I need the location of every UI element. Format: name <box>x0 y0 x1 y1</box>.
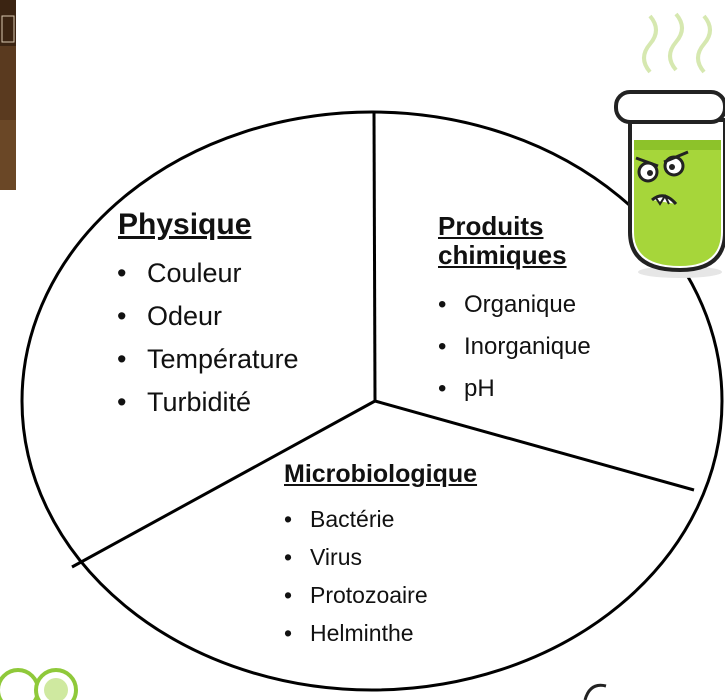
section-title-microbiologique: Microbiologique <box>284 460 477 488</box>
list-item: Helminthe <box>284 614 428 652</box>
list-item: Bactérie <box>284 500 428 538</box>
list-item: pH <box>438 368 591 410</box>
test-tube-cartoon-icon <box>616 14 725 278</box>
green-circles-decoration <box>0 670 76 700</box>
bullet-list-microbiologique: Bactérie Virus Protozoaire Helminthe <box>284 500 428 652</box>
list-item: Virus <box>284 538 428 576</box>
circle-gap <box>128 628 148 650</box>
list-item: Inorganique <box>438 326 591 368</box>
curve-decoration <box>585 685 606 700</box>
section-title-chimiques: Produits chimiques <box>438 212 618 270</box>
list-item: Organique <box>438 284 591 326</box>
list-item: Couleur <box>117 252 299 295</box>
list-item: Protozoaire <box>284 576 428 614</box>
divider-top <box>374 112 375 401</box>
list-item: Odeur <box>117 295 299 338</box>
bullet-list-chimiques: Organique Inorganique pH <box>438 284 591 410</box>
list-item: Température <box>117 338 299 381</box>
sample-photo <box>0 0 16 190</box>
section-title-physique: Physique <box>118 208 251 242</box>
list-item: Turbidité <box>117 381 299 424</box>
bullet-list-physique: Couleur Odeur Température Turbidité <box>117 252 299 424</box>
